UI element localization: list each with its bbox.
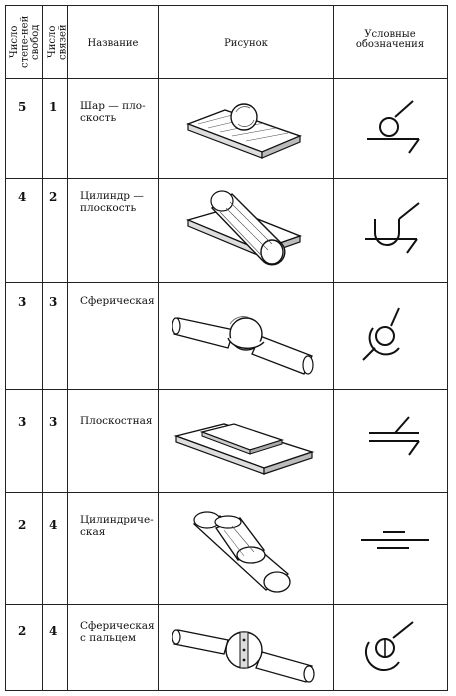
column-divider — [333, 5, 334, 691]
row-divider — [5, 492, 448, 493]
row-2-name: Цилиндр — плоскость — [80, 190, 144, 215]
row-5-degrees: 2 — [18, 518, 27, 532]
spherical-joint-picture — [172, 316, 314, 375]
cylindrical-joint-picture — [192, 511, 291, 593]
row-3-constraints: 3 — [49, 295, 58, 309]
spherical-pin-joint-picture — [172, 629, 315, 683]
ball-on-plane-picture — [186, 103, 302, 159]
row-1-degrees: 5 — [18, 100, 27, 114]
header-symbol: Условные обозначения — [355, 28, 425, 50]
header-degrees: Число степе-ней свобод — [9, 15, 41, 69]
row-divider — [5, 282, 448, 283]
column-divider — [158, 5, 159, 691]
row-2-constraints: 2 — [49, 190, 58, 204]
row-5-name: Цилиндриче-ская — [80, 514, 154, 539]
column-divider — [67, 5, 68, 691]
row-4-name: Плоскостная — [80, 415, 153, 427]
spherical-joint-symbol — [362, 307, 400, 361]
table-border-right — [447, 5, 448, 691]
column-divider — [42, 5, 43, 691]
spherical-pin-joint-symbol — [364, 621, 414, 671]
row-divider — [5, 604, 448, 605]
row-1-constraints: 1 — [49, 100, 58, 114]
row-5-constraints: 4 — [49, 518, 58, 532]
row-6-degrees: 2 — [18, 624, 27, 638]
cylinder-on-plane-symbol — [365, 202, 420, 254]
row-divider — [5, 178, 448, 179]
row-4-constraints: 3 — [49, 415, 58, 429]
row-3-degrees: 3 — [18, 295, 27, 309]
row-6-name: Сферическая с пальцем — [80, 620, 155, 645]
header-name: Название — [87, 37, 139, 49]
row-2-degrees: 4 — [18, 190, 27, 204]
row-1-name: Шар — пло-скость — [80, 100, 146, 125]
table-border-bottom — [5, 690, 448, 691]
row-divider — [5, 389, 448, 390]
cylinder-on-plane-picture — [185, 190, 302, 266]
row-4-degrees: 3 — [18, 415, 27, 429]
header-picture: Рисунок — [224, 37, 268, 49]
row-6-constraints: 4 — [49, 624, 58, 638]
cylindrical-joint-symbol — [361, 531, 429, 549]
row-3-name: Сферическая — [80, 295, 155, 307]
header-constraints: Число связей — [47, 24, 69, 60]
ball-on-plane-symbol — [367, 100, 420, 154]
planar-joint-picture — [173, 423, 315, 475]
planar-joint-symbol — [369, 416, 420, 456]
header-divider — [5, 78, 448, 79]
table-border-left — [5, 5, 6, 691]
table-border-top — [5, 5, 448, 6]
